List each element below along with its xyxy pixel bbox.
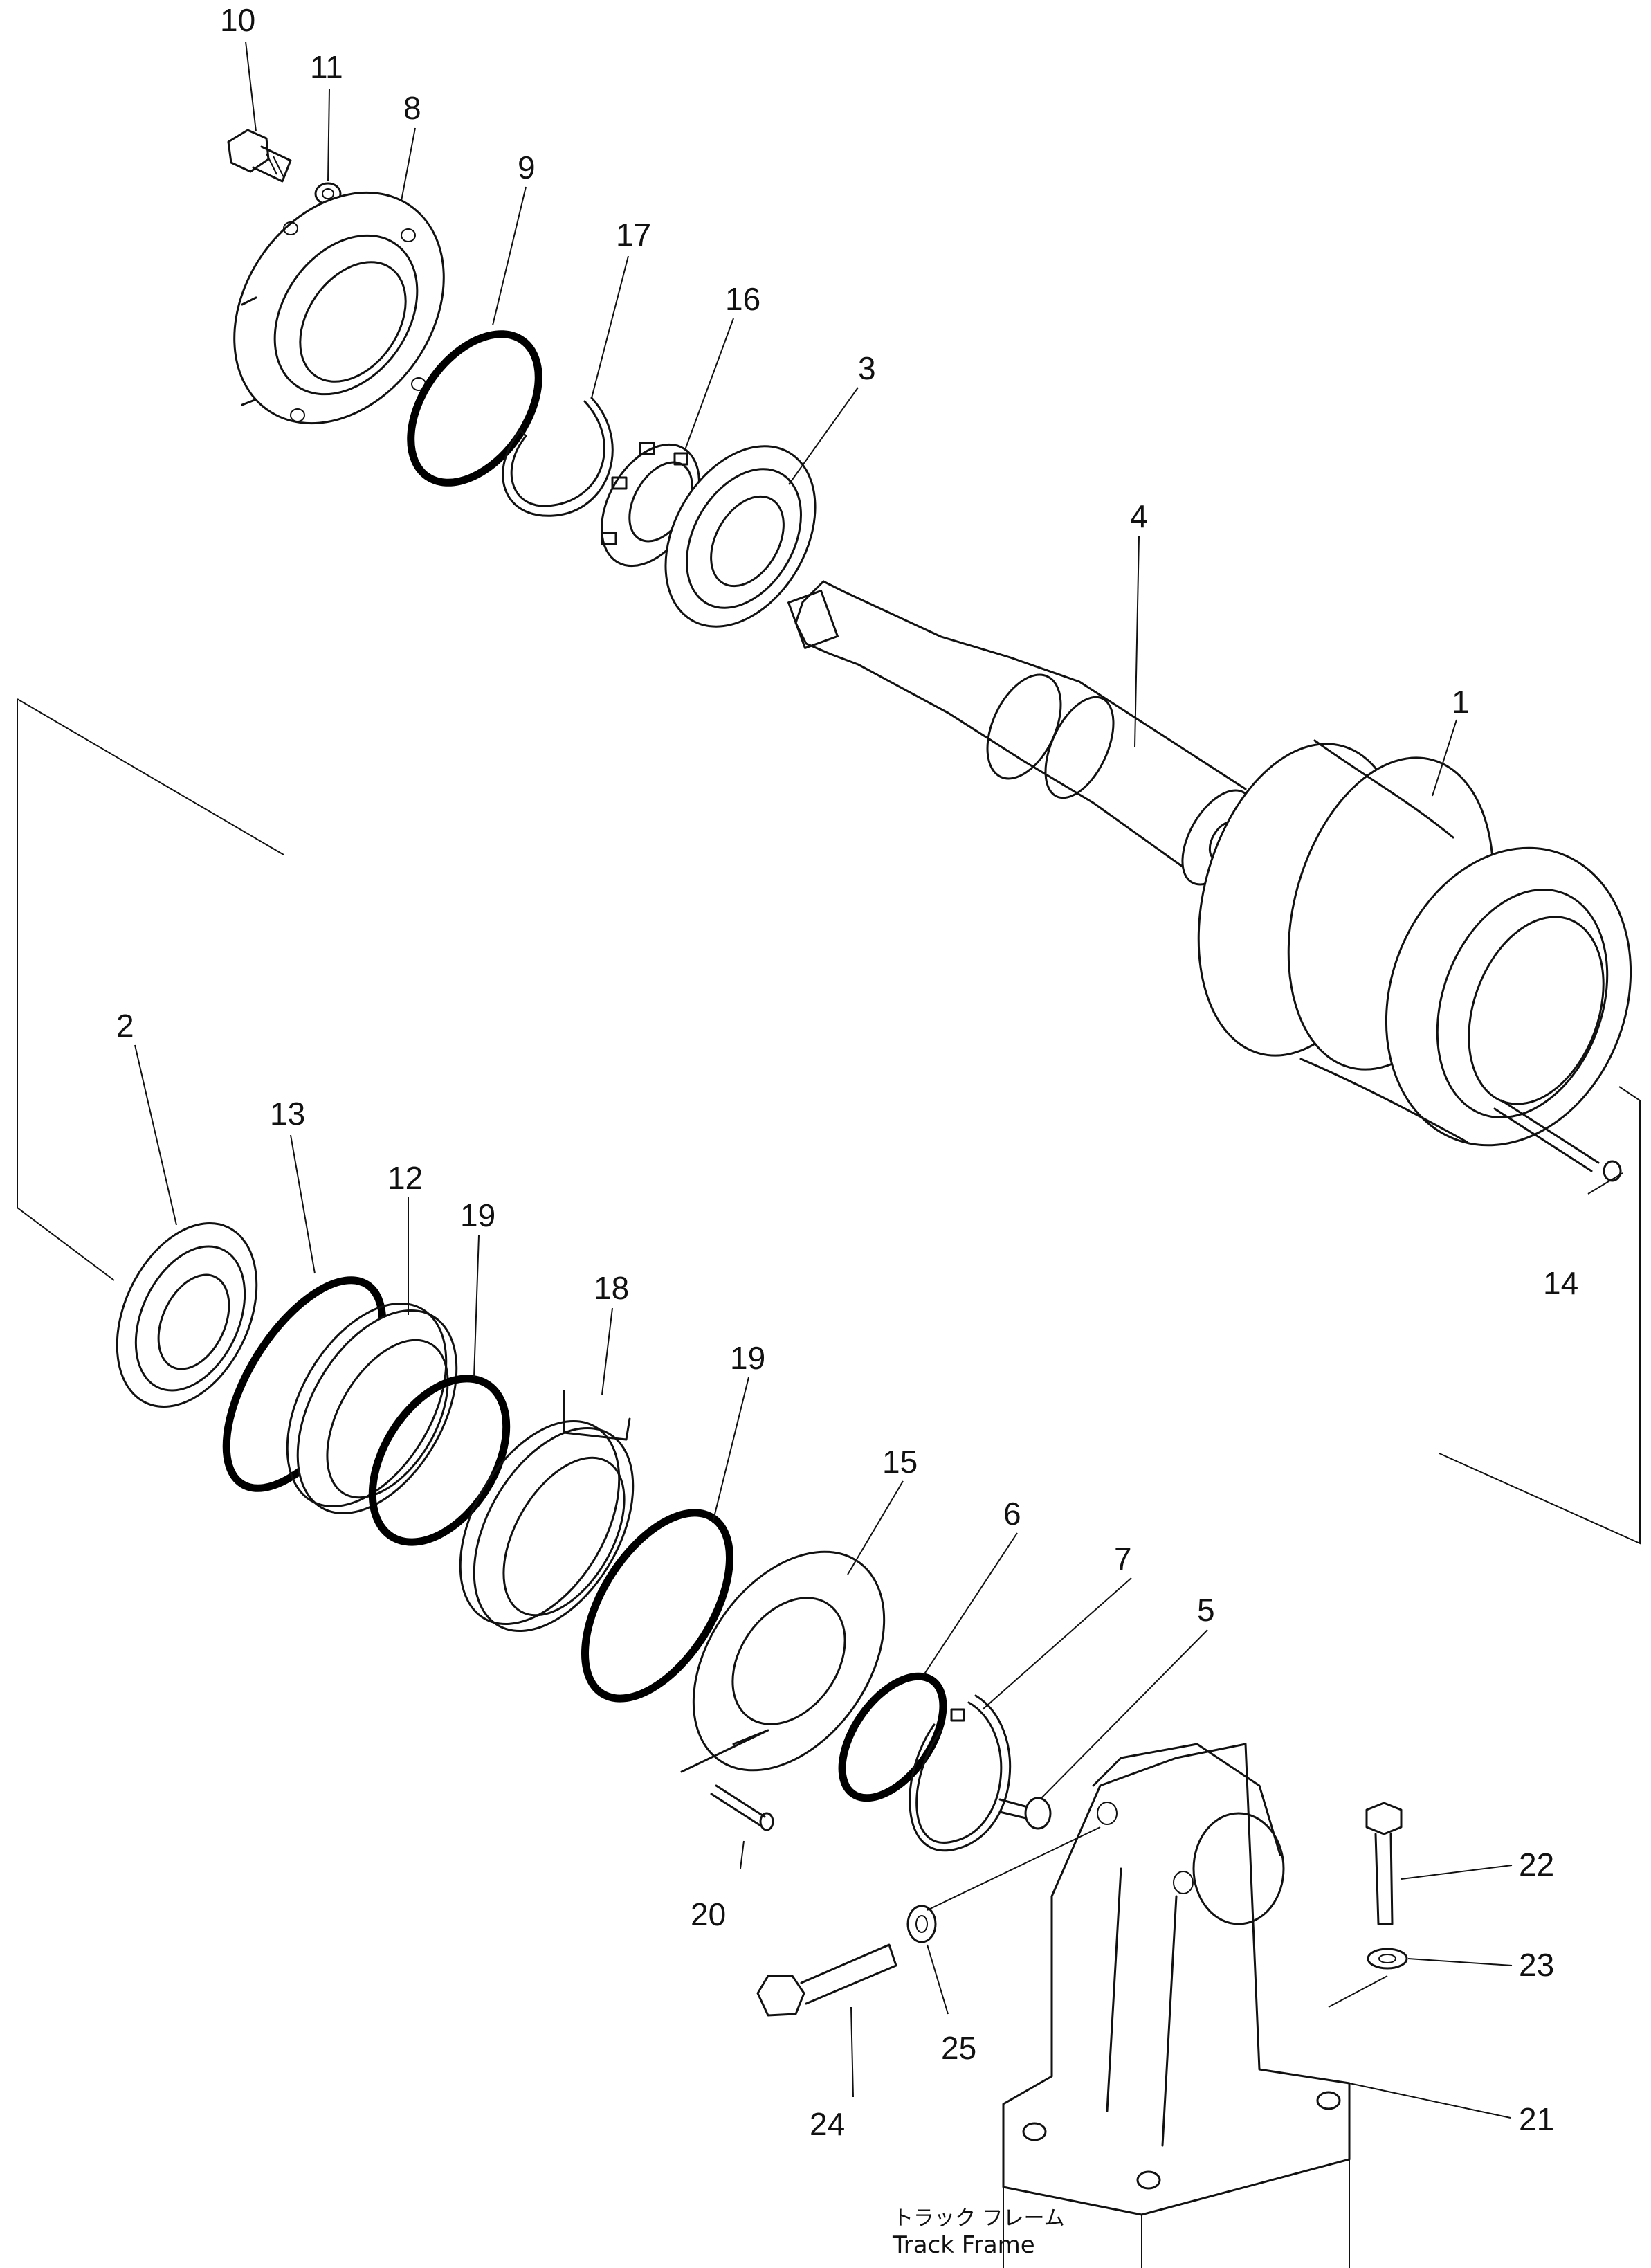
callout-2: 2 [116,1008,134,1044]
callout-25: 25 [941,2030,976,2066]
callout-16: 16 [725,281,760,317]
part-17-snap-ring [502,397,614,517]
callout-18: 18 [594,1270,629,1306]
callout-23: 23 [1519,1947,1554,1983]
leader-lines [134,41,1623,2119]
part-4-shaft [787,580,1255,886]
part-15-plate [680,1550,886,1773]
part-25-washer [906,1905,937,1943]
callout-7: 7 [1114,1541,1132,1577]
callout-20: 20 [691,1896,726,1932]
callout-13: 13 [270,1096,305,1132]
part-19-o-ring-a [368,1375,511,1546]
part-23-washer [1367,1948,1408,1970]
callout-6: 6 [1003,1496,1021,1532]
track-frame-caption-english: Track Frame [892,2231,1035,2259]
callout-17: 17 [616,217,651,253]
callout-8: 8 [403,90,421,126]
part-8-cover [233,191,445,425]
callout-11: 11 [310,49,343,85]
callout-numbers: 10 11 8 9 17 16 3 4 1 2 13 12 19 18 19 1… [116,2,1578,2142]
part-14-pin [1493,1099,1622,1182]
callout-9: 9 [518,149,536,185]
assembly-guide-lines [17,698,1641,2268]
part-24-bolt [756,1943,897,2017]
part-22-bolt [1365,1802,1403,1925]
part-20-pin [710,1784,774,1831]
callout-3: 3 [858,350,876,386]
part-7-snap-ring [909,1694,1012,1852]
callout-24: 24 [810,2106,845,2142]
callout-4: 4 [1130,498,1148,534]
part-5-bolt [998,1797,1052,1830]
part-10-bolt [227,129,292,183]
callout-19-a: 19 [460,1197,495,1233]
callout-19-b: 19 [730,1340,765,1376]
callout-10: 10 [220,2,255,38]
part-21-bracket [1002,1743,1351,2216]
callout-22: 22 [1519,1847,1554,1883]
part-9-o-ring [407,330,542,487]
callout-12: 12 [387,1160,423,1196]
part-3-bearing [664,445,817,628]
callout-5: 5 [1197,1592,1215,1628]
callout-1: 1 [1452,684,1470,720]
part-12-seal [286,1303,458,1514]
callout-14: 14 [1543,1265,1578,1301]
part-1-roller [1197,739,1632,1147]
part-6-o-ring [838,1672,947,1802]
callout-15: 15 [882,1444,918,1480]
part-19-o-ring-b [581,1509,734,1703]
callout-21: 21 [1519,2101,1554,2137]
part-2-bearing [116,1222,258,1408]
part-18-seal [459,1390,635,1632]
track-frame-caption: トラック フレーム Track Frame [892,2206,1065,2259]
track-frame-caption-japanese: トラック フレーム [893,2206,1065,2231]
